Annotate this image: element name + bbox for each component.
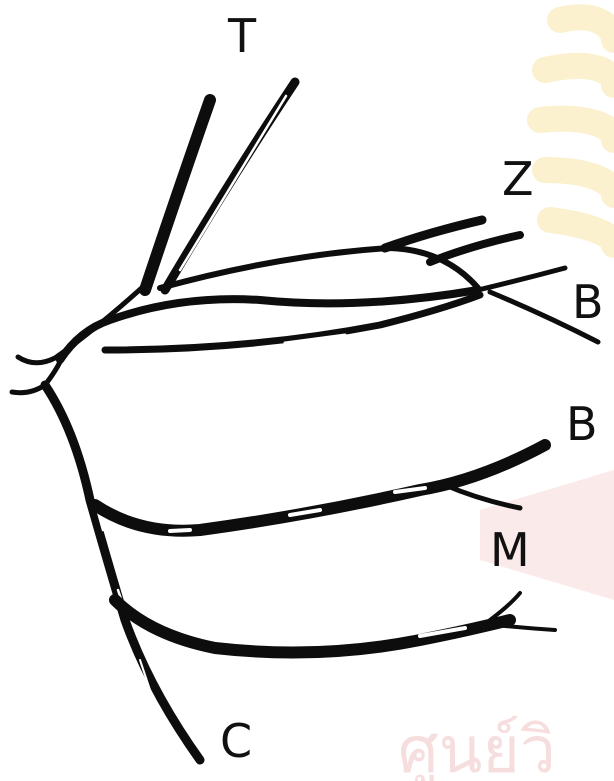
label-b-upper: B — [572, 275, 604, 329]
watermark-text: ศูนย์วิ — [398, 714, 556, 781]
label-m: M — [490, 523, 530, 577]
branch-b-lower-fork — [445, 485, 520, 508]
label-z: Z — [502, 152, 534, 206]
branch-z-upper — [385, 220, 482, 248]
root-stem-lower — [12, 362, 60, 393]
trunk-descending — [45, 385, 200, 760]
branch-m-fork-2 — [495, 625, 555, 630]
branch-b-lower — [95, 445, 545, 531]
label-t: T — [227, 9, 257, 63]
label-b-lower: B — [566, 397, 598, 451]
branch-b-upper-1 — [478, 268, 565, 290]
upper-loop-top — [160, 248, 478, 288]
branch-b-lower-gap-1 — [170, 530, 190, 531]
branch-t-gap — [180, 96, 286, 270]
watermark-sun — [540, 17, 614, 245]
branch-z-lower — [430, 235, 520, 262]
branch-m — [115, 600, 510, 653]
label-c: C — [220, 714, 252, 768]
